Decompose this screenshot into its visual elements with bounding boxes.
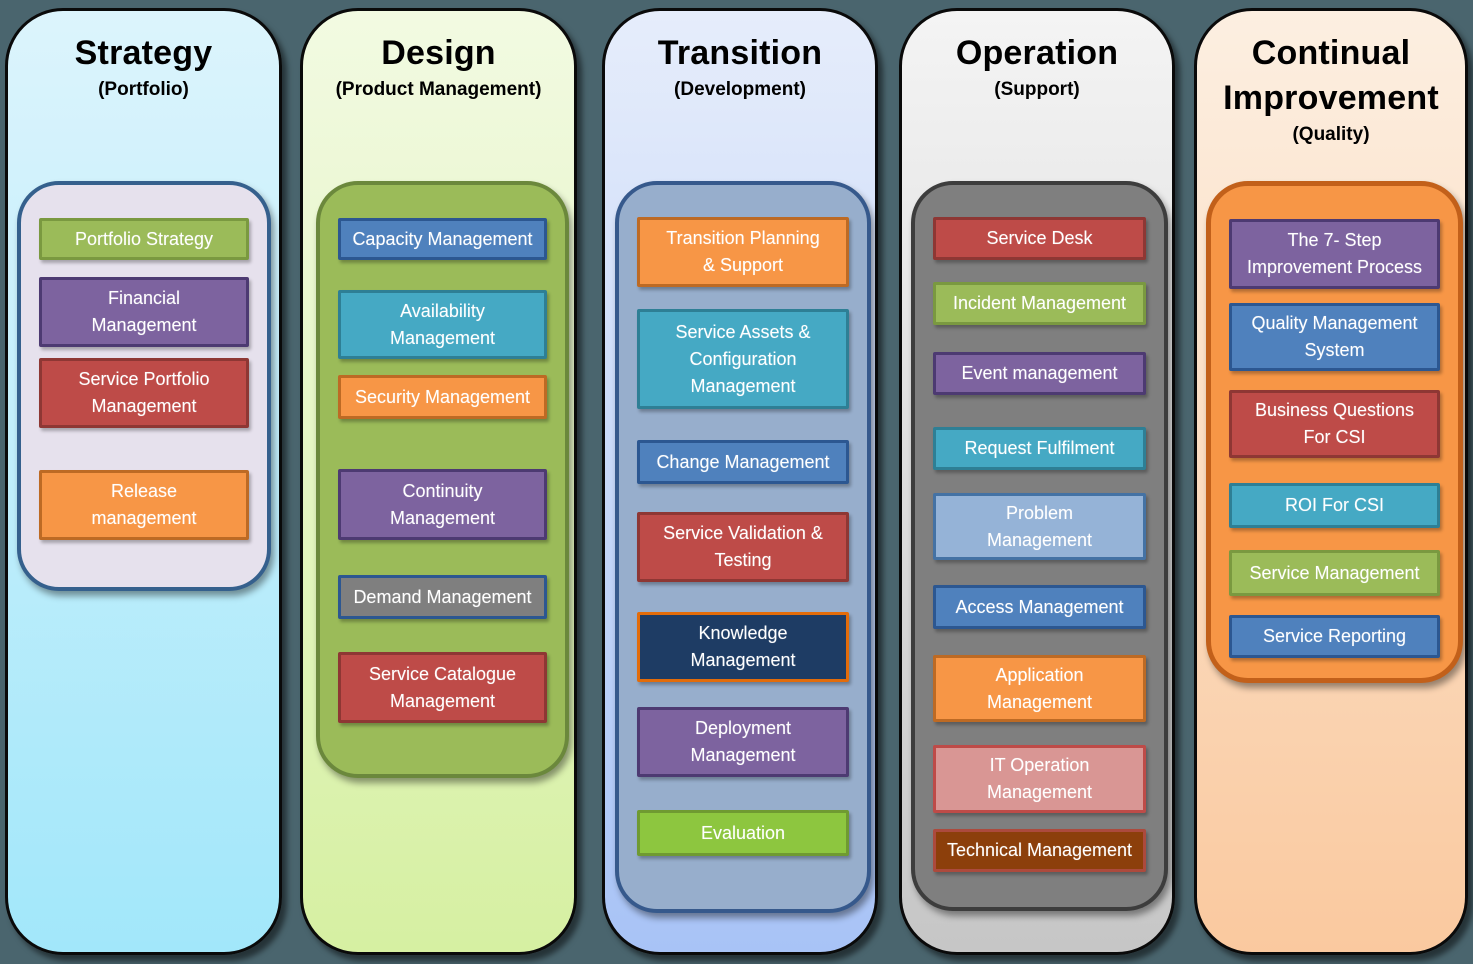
process-box-access-management: Access Management — [933, 585, 1146, 629]
column-subtitle-strategy: (Portfolio) — [98, 78, 189, 100]
process-box-quality-management-system: Quality Management System — [1229, 303, 1440, 371]
process-box-service-portfolio-management: Service Portfolio Management — [39, 358, 249, 428]
process-box-it-operation-management: IT Operation Management — [933, 745, 1146, 813]
process-box-business-questions-for-csi: Business Questions For CSI — [1229, 390, 1440, 458]
process-box-transition-planning-support: Transition Planning & Support — [637, 217, 849, 287]
lifecycle-column-transition: Transition (Development) Transition Planni… — [602, 8, 878, 955]
process-box-service-assets-configuration-management: Service Assets & Configuration Managemen… — [637, 309, 849, 409]
column-subtitle-transition: (Development) — [674, 78, 806, 100]
column-title-continual-improvement: Continual Improvement — [1223, 34, 1439, 117]
lifecycle-column-design: Design (Product Management) Capacity Manag… — [300, 8, 577, 955]
process-box-knowledge-management: Knowledge Management — [637, 612, 849, 682]
process-box-service-desk: Service Desk — [933, 217, 1146, 260]
column-subtitle-operation: (Support) — [994, 78, 1080, 100]
process-box-availability-management: Availability Management — [338, 290, 547, 359]
process-box-request-fulfilment: Request Fulfilment — [933, 427, 1146, 470]
process-box-release-management: Release management — [39, 470, 249, 540]
process-box-evaluation: Evaluation — [637, 810, 849, 856]
process-box-problem-management: Problem Management — [933, 493, 1146, 560]
process-box-change-management: Change Management — [637, 440, 849, 484]
process-box-event-management: Event management — [933, 352, 1146, 395]
process-box-demand-management: Demand Management — [338, 575, 547, 619]
process-box-service-reporting: Service Reporting — [1229, 615, 1440, 658]
column-title-transition: Transition — [657, 34, 823, 72]
process-box-service-catalogue-management: Service Catalogue Management — [338, 652, 547, 723]
process-box-incident-management: Incident Management — [933, 282, 1146, 325]
process-box-roi-for-csi: ROI For CSI — [1229, 483, 1440, 528]
column-title-operation: Operation — [955, 34, 1119, 72]
lifecycle-column-continual-improvement: Continual Improvement (Quality) The 7- Ste… — [1194, 8, 1468, 955]
column-title-strategy: Strategy — [74, 34, 213, 72]
process-box-portfolio-strategy: Portfolio Strategy — [39, 218, 249, 260]
process-box-the-7-step-improvement-process: The 7- Step Improvement Process — [1229, 219, 1440, 289]
column-subtitle-continual-improvement: (Quality) — [1292, 123, 1370, 145]
process-box-continuity-management: Continuity Management — [338, 469, 547, 540]
column-subtitle-design: (Product Management) — [335, 78, 542, 100]
process-box-deployment-management: Deployment Management — [637, 707, 849, 777]
process-box-service-management: Service Management — [1229, 550, 1440, 596]
process-box-application-management: Application Management — [933, 655, 1146, 722]
column-title-design: Design — [381, 34, 496, 72]
process-box-service-validation-testing: Service Validation & Testing — [637, 512, 849, 582]
process-box-capacity-management: Capacity Management — [338, 218, 547, 260]
process-box-technical-management: Technical Management — [933, 829, 1146, 872]
process-box-security-management: Security Management — [338, 375, 547, 419]
process-box-financial-management: Financial Management — [39, 277, 249, 347]
